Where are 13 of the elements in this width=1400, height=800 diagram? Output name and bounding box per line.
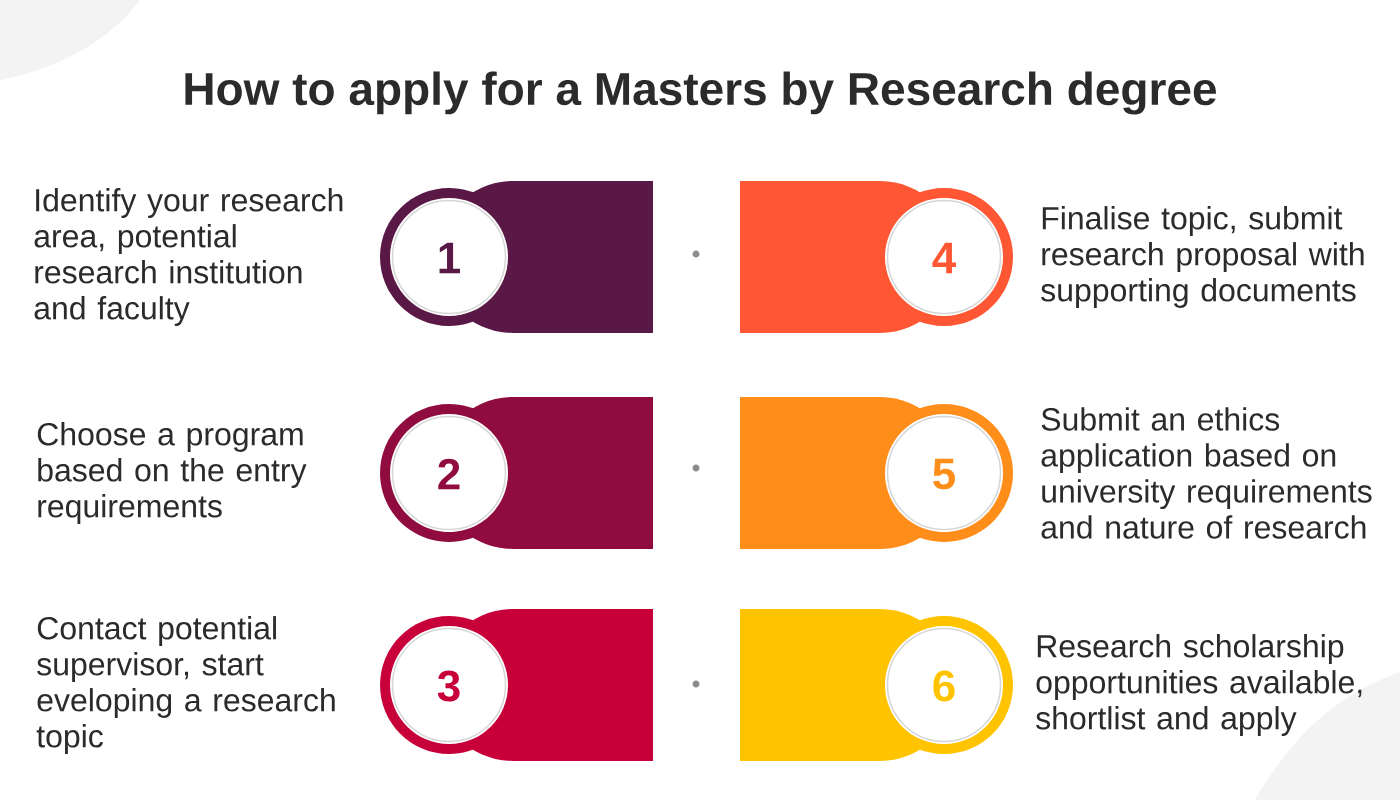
step-tab: 1 <box>380 181 653 333</box>
step-tab: 3 <box>380 609 653 761</box>
step-tab: 5 <box>740 397 1013 549</box>
step-tab: 2 <box>380 397 653 549</box>
step-text: Research scholarship opportunities available, shortlist and apply <box>1036 634 1362 736</box>
step-tab: 4 <box>740 181 1013 333</box>
title: How to apply for a Masters by Research degree <box>185 71 1216 115</box>
step-text: Finalise topic, submit research proposal with supporting documents <box>1041 206 1364 308</box>
step-text: Identify your research area, potential research institution and faculty <box>34 188 343 326</box>
step-text: Choose a program based on the entry requirements <box>37 422 307 524</box>
step-text: Contact potential supervisor, start eveloping a research topic <box>36 616 335 754</box>
step-text: Submit an ethics application based on university requirements and nature of research <box>1041 407 1372 539</box>
step-tab: 6 <box>740 609 1013 761</box>
